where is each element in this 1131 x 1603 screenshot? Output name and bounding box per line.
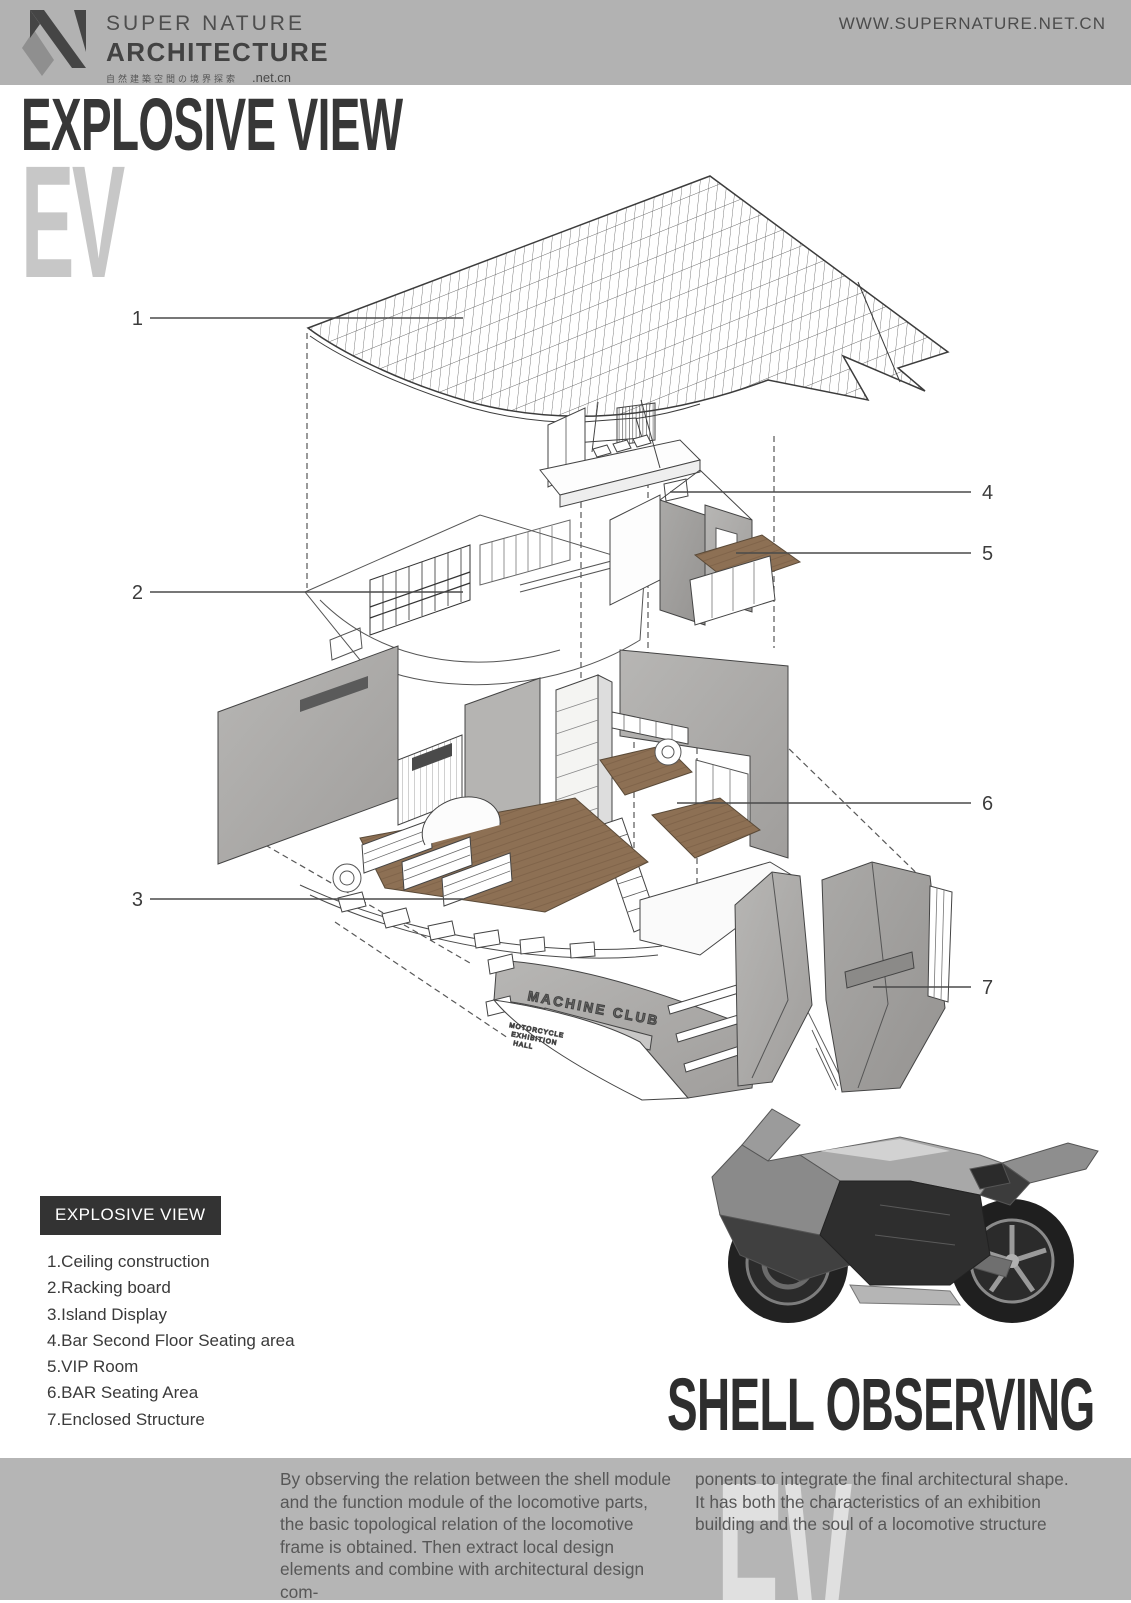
brand-logo: SUPER NATURE ARCHITECTURE 自然建築空間の境界探索 .n…: [20, 8, 329, 85]
label-5: 5: [982, 543, 993, 565]
legend-item: 2.Racking board: [47, 1278, 171, 1298]
paragraph-right-column: ponents to integrate the final architect…: [695, 1469, 1069, 1534]
legend-item: 7.Enclosed Structure: [47, 1409, 205, 1429]
legend-heading-box: EXPLOSIVE VIEW: [40, 1196, 221, 1235]
exploded-axonometric-drawing: MACHINE CLUB MOTORCYCLE EXHIBITION HALL …: [132, 175, 993, 1101]
shell-section-abbr-watermark: EV: [716, 1458, 852, 1600]
vip-room: [609, 469, 802, 626]
paragraph-left-column: By observing the relation between the sh…: [280, 1469, 671, 1602]
leader-lines: [150, 317, 971, 988]
legend-heading: EXPLOSIVE VIEW: [55, 1205, 206, 1224]
shell-section-title: SHELL OBSERVING: [667, 1363, 1095, 1446]
label-4: 4: [982, 482, 993, 504]
brand-domain: .net.cn: [252, 70, 292, 85]
label-3: 3: [132, 889, 143, 911]
legend-item: 5.VIP Room: [47, 1357, 139, 1377]
legend-item: 4.Bar Second Floor Seating area: [47, 1330, 295, 1350]
legend-list: 1.Ceiling construction 2.Racking board 3…: [47, 1249, 295, 1433]
page-title: EXPLOSIVE VIEW: [21, 83, 403, 166]
supernature-logo-icon: [22, 10, 86, 76]
label-6: 6: [982, 793, 993, 815]
brand-line1: SUPER NATURE: [106, 12, 305, 35]
header-bar: SUPER NATURE ARCHITECTURE 自然建築空間の境界探索 .n…: [0, 0, 1131, 85]
legend-item: 6.BAR Seating Area: [47, 1383, 199, 1403]
bar-second-floor: [539, 399, 701, 508]
brand-tagline-cjk: 自然建築空間の境界探索: [106, 74, 239, 84]
main-floor: [217, 645, 801, 959]
label-1: 1: [132, 308, 143, 330]
enclosed-structure: [734, 861, 953, 1093]
label-2: 2: [132, 582, 143, 604]
page-title-abbr: EV: [21, 132, 125, 311]
facade-subtext-line: HALL: [513, 1040, 534, 1051]
footer-band: EV: [0, 1458, 1131, 1600]
ceiling-structure: [306, 175, 950, 445]
legend-item: 3.Island Display: [47, 1304, 168, 1324]
motorcycle-image: [711, 1108, 1099, 1323]
website-url: WWW.SUPERNATURE.NET.CN: [838, 14, 1106, 33]
legend-item: 1.Ceiling construction: [47, 1252, 210, 1271]
brand-line2: ARCHITECTURE: [106, 37, 330, 67]
island-display-facade: MACHINE CLUB MOTORCYCLE EXHIBITION HALL: [485, 953, 779, 1101]
leader-numbers: 1 2 3 4 5 6 7: [132, 308, 993, 999]
label-7: 7: [982, 977, 993, 999]
bike-body: [711, 1108, 1099, 1306]
racking-board: [304, 514, 646, 686]
